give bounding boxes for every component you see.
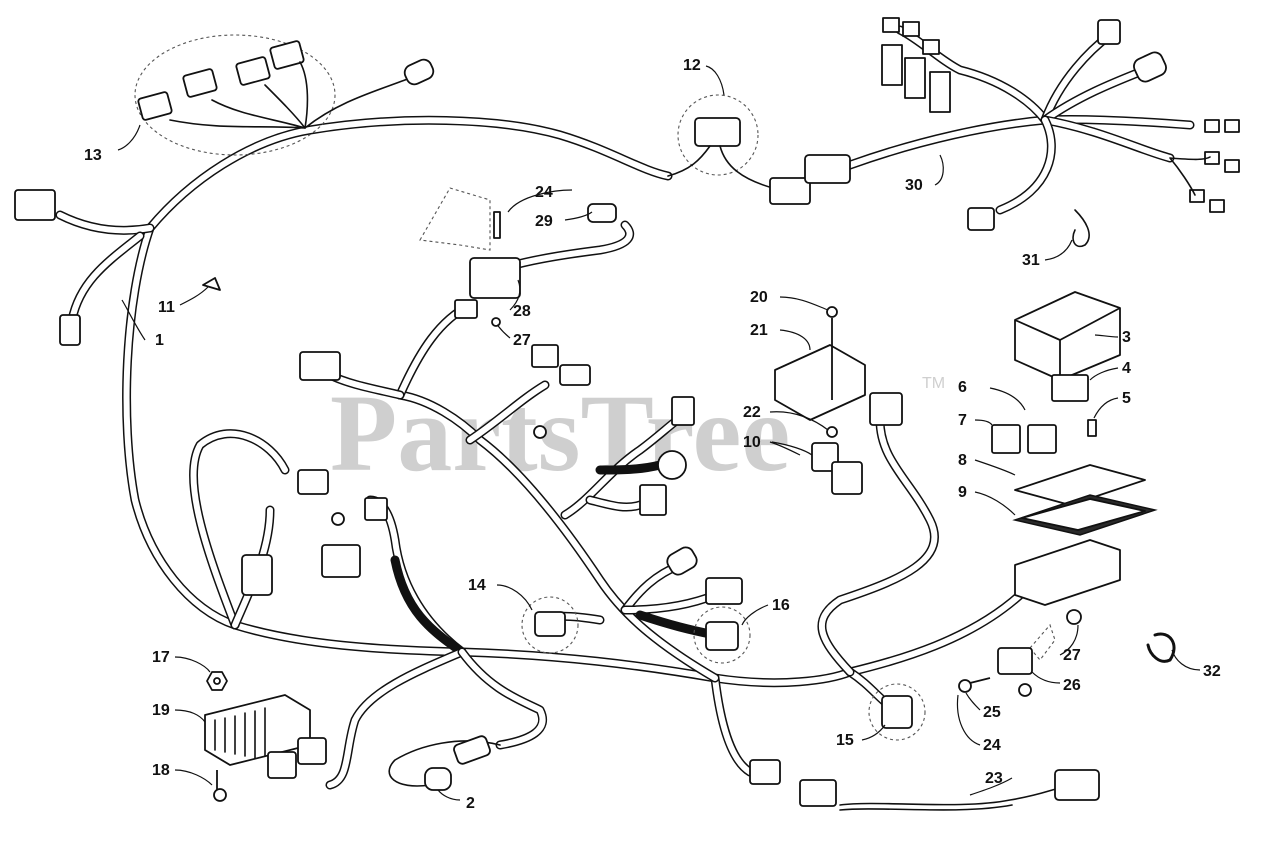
connector-15 bbox=[868, 683, 926, 741]
connector-14 bbox=[521, 596, 579, 654]
relay-bracket-28 bbox=[299, 187, 617, 439]
connector-center bbox=[241, 396, 695, 596]
leader-lines bbox=[117, 65, 1201, 801]
callout-2: 2 bbox=[466, 795, 475, 812]
fuse-box bbox=[991, 291, 1158, 606]
callout-11: 11 bbox=[158, 299, 175, 316]
callout-26: 26 bbox=[1063, 677, 1081, 694]
callout-9: 9 bbox=[958, 484, 967, 501]
connector-12 bbox=[667, 94, 851, 205]
callout-3: 3 bbox=[1122, 329, 1131, 346]
ecu-21 bbox=[774, 306, 903, 495]
connector-group-13 bbox=[134, 34, 435, 156]
callout-24-bottom: 24 bbox=[983, 737, 1001, 754]
sensor-2 bbox=[388, 735, 501, 791]
callout-27-top: 27 bbox=[513, 332, 531, 349]
callout-16: 16 bbox=[772, 597, 790, 614]
callout-7: 7 bbox=[958, 412, 967, 429]
switch-26 bbox=[958, 609, 1082, 697]
callout-27-right: 27 bbox=[1063, 647, 1081, 664]
callout-23: 23 bbox=[985, 770, 1003, 787]
callout-15: 15 bbox=[836, 732, 854, 749]
connector-left bbox=[14, 189, 221, 346]
callout-1: 1 bbox=[155, 332, 164, 349]
callout-14: 14 bbox=[468, 577, 486, 594]
callout-5: 5 bbox=[1122, 390, 1131, 407]
callout-17: 17 bbox=[152, 649, 170, 666]
callout-29: 29 bbox=[535, 213, 553, 230]
connector-cluster-upper-right bbox=[881, 17, 1240, 248]
callout-28: 28 bbox=[513, 303, 531, 320]
callout-12: 12 bbox=[683, 57, 701, 74]
callout-4: 4 bbox=[1122, 360, 1131, 377]
callout-30: 30 bbox=[905, 177, 923, 194]
callout-22: 22 bbox=[743, 404, 761, 421]
callout-25: 25 bbox=[983, 704, 1001, 721]
callout-labels: 1 2 3 4 5 6 7 8 9 10 11 12 13 14 15 16 1… bbox=[84, 57, 1221, 812]
callout-8: 8 bbox=[958, 452, 967, 469]
callout-19: 19 bbox=[152, 702, 170, 719]
callout-13: 13 bbox=[84, 147, 102, 164]
callout-18: 18 bbox=[152, 762, 170, 779]
callout-6: 6 bbox=[958, 379, 967, 396]
callout-21: 21 bbox=[750, 322, 768, 339]
callout-10: 10 bbox=[743, 434, 761, 451]
callout-20: 20 bbox=[750, 289, 768, 306]
callout-31: 31 bbox=[1022, 252, 1040, 269]
clamp-32 bbox=[1146, 632, 1176, 663]
watermark-tm: TM bbox=[922, 375, 945, 392]
callout-32: 32 bbox=[1203, 663, 1221, 680]
callout-24-top: 24 bbox=[535, 184, 553, 201]
regulator-19 bbox=[204, 671, 327, 802]
connector-16 bbox=[666, 546, 751, 664]
harness-23 bbox=[749, 759, 1100, 811]
